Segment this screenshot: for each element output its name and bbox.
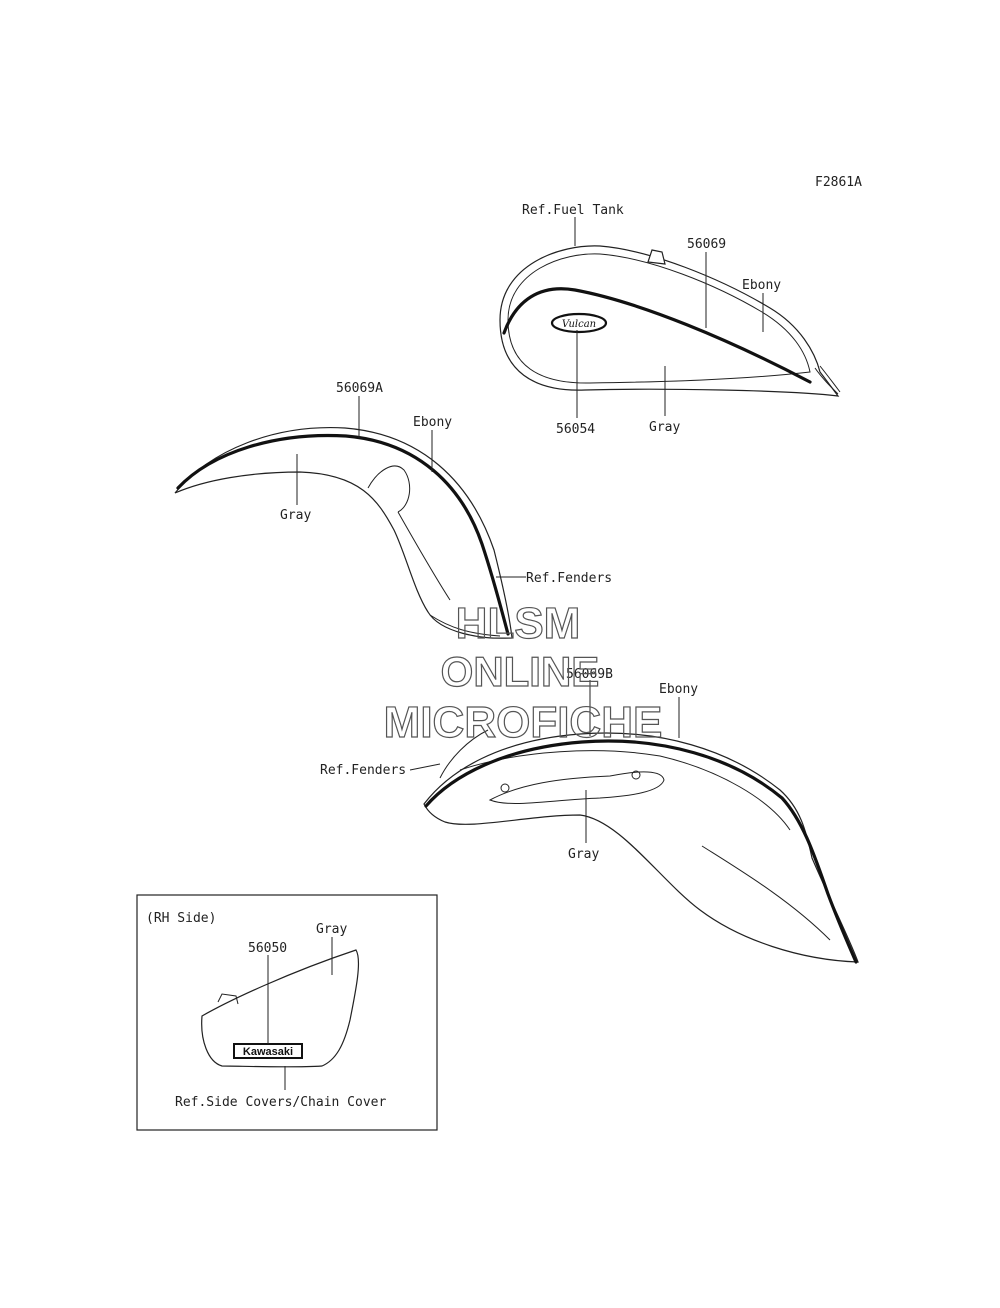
watermark-line-1: HLSM xyxy=(456,599,581,648)
side-cover-top-tab xyxy=(217,993,239,1005)
front-fender-outline xyxy=(174,426,513,639)
rear-fender-outline xyxy=(423,732,859,963)
side-cover-emblem-text: Kawasaki xyxy=(243,1046,293,1058)
tank-ebony-label: Ebony xyxy=(742,278,781,293)
rear-fender-cutout xyxy=(488,771,665,804)
front-gray-label: Gray xyxy=(280,508,311,523)
fuel-tank-emblem-text: Vulcan xyxy=(562,319,596,330)
side-cover-outline xyxy=(201,949,360,1068)
fuel-tank-outline xyxy=(499,245,840,397)
part-number-56069: 56069 xyxy=(687,237,726,252)
front-fender-inner-line xyxy=(397,511,501,637)
rear-fender-bolt-left xyxy=(500,783,510,793)
rear-ref-fenders-label: Ref.Fenders xyxy=(320,763,406,778)
fuel-tank-emblem-56054: Vulcan xyxy=(550,312,608,334)
side-cover-inset[interactable]: (RH Side) Kawasaki 56050 Gray Ref.Side C… xyxy=(136,894,438,1131)
front-fender-inner-curve xyxy=(367,465,411,513)
part-number-56050: 56050 xyxy=(248,941,287,956)
inset-gray-label: Gray xyxy=(316,922,347,937)
rear-fender-bolt-right xyxy=(631,770,641,780)
rear-ebony-label: Ebony xyxy=(659,682,698,697)
front-ref-fenders-label: Ref.Fenders xyxy=(526,571,612,586)
fuel-cap xyxy=(647,249,666,265)
rear-fender-lower-line xyxy=(701,845,831,941)
part-number-56069A: 56069A xyxy=(336,381,383,396)
rear-fender-tip xyxy=(439,729,489,779)
watermark-line-3: MICROFICHE xyxy=(384,698,663,747)
side-cover-emblem-56050: Kawasaki xyxy=(233,1043,303,1059)
front-ebony-label: Ebony xyxy=(413,415,452,430)
inset-title: (RH Side) xyxy=(146,911,216,926)
part-number-56069B: 56069B xyxy=(566,667,613,682)
fuel-tank-tail xyxy=(814,365,841,395)
fuel-tank[interactable]: Vulcan Ref.Fuel Tank 56069 Ebony 56054 G… xyxy=(499,203,841,437)
inset-frame xyxy=(136,894,438,1131)
inset-ref-label: Ref.Side Covers/Chain Cover xyxy=(175,1095,386,1110)
rear-fender[interactable]: 56069B Ebony Gray Ref.Fenders xyxy=(320,667,859,964)
rear-fender-stripe-56069B xyxy=(424,739,858,964)
figure-code: F2861A xyxy=(815,175,862,190)
rear-fender-inner-line xyxy=(459,750,791,831)
rear-gray-label: Gray xyxy=(568,847,599,862)
watermark: HLSM ONLINE MICROFICHE xyxy=(383,598,663,747)
part-number-56054: 56054 xyxy=(556,422,595,437)
ref-fuel-tank-label: Ref.Fuel Tank xyxy=(522,203,624,218)
fuel-tank-inner-line xyxy=(507,253,811,384)
front-fender[interactable]: 56069A Ebony Gray Ref.Fenders xyxy=(174,381,612,639)
leader-rear-ref-fenders xyxy=(409,763,441,771)
watermark-line-2: ONLINE xyxy=(441,648,600,695)
front-fender-stripe-56069A xyxy=(176,433,510,636)
fuel-tank-stripe-56069 xyxy=(502,287,812,384)
tank-gray-label: Gray xyxy=(649,420,680,435)
